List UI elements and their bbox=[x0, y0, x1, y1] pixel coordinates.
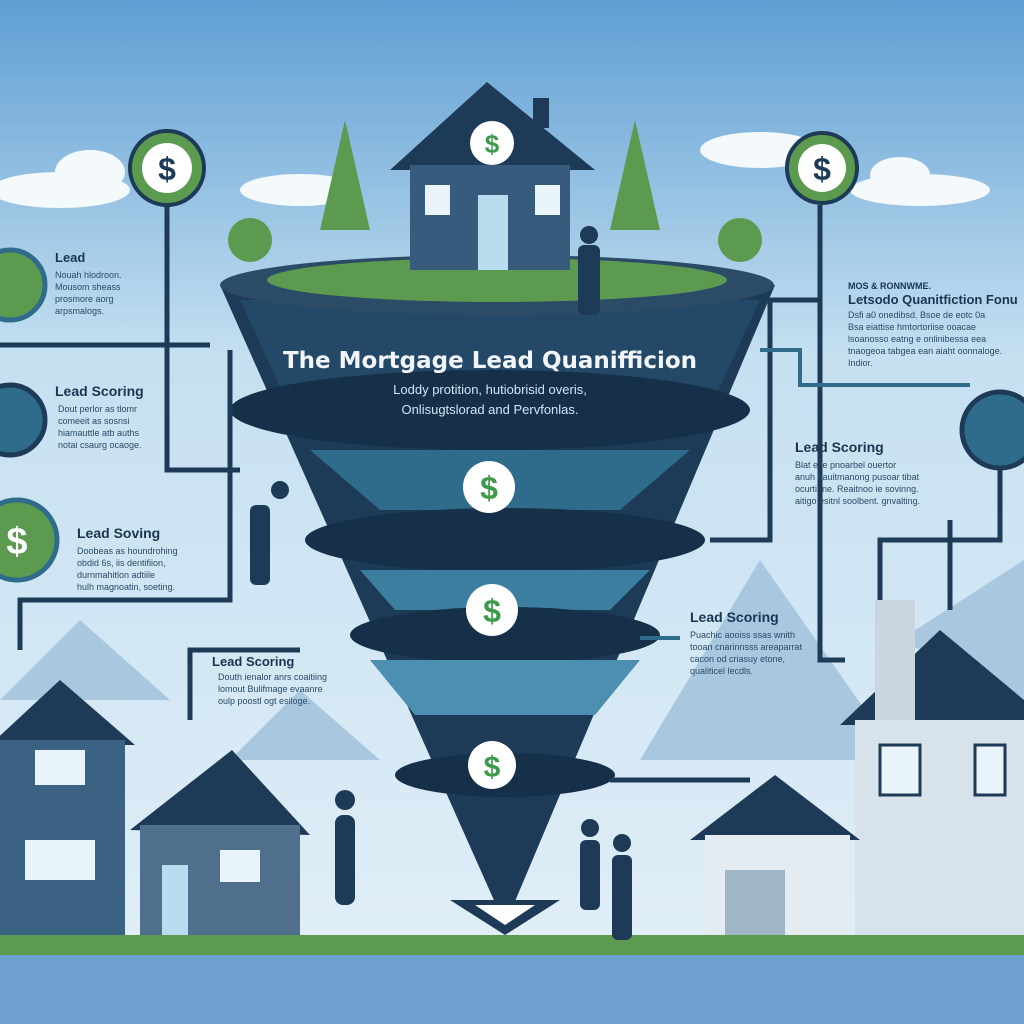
dollar-coin-icon: $ bbox=[0, 497, 60, 583]
label-text: Doobeas as houndrohing bbox=[77, 546, 178, 556]
label-heading: Lead Soving bbox=[77, 525, 160, 541]
label-heading: Lead Scoring bbox=[795, 439, 884, 455]
label-text: lomout Bulifmage evaanre bbox=[218, 684, 323, 694]
dollar-coin-icon: $ bbox=[463, 461, 515, 513]
label-text: anuh hauitmanong pusoar tibat bbox=[795, 472, 920, 482]
label-lead-scoring-2: Lead Scoring Douth ienalor anrs coaitiin… bbox=[212, 654, 327, 706]
grass bbox=[0, 935, 1024, 955]
street bbox=[0, 955, 1024, 1024]
lead-icon bbox=[0, 382, 48, 458]
label-text: cacon od criasuy etone, bbox=[690, 654, 785, 664]
label-text: Nouah hlodroon. bbox=[55, 270, 122, 280]
label-text: comeeit as sosnsi bbox=[58, 416, 130, 426]
right-houses bbox=[690, 600, 1024, 935]
dollar-coin-icon: $ bbox=[128, 129, 206, 207]
label-text: lsoanosso eatng e onlinibessa eea bbox=[848, 334, 986, 344]
svg-text:$: $ bbox=[813, 151, 831, 187]
dollar-coins: $ $ $ $ $ $ $ bbox=[0, 121, 1024, 789]
label-heading: Lead Scoring bbox=[55, 383, 144, 399]
label-heading: Lead Scoring bbox=[212, 654, 294, 669]
mountains bbox=[0, 560, 1024, 760]
funnel-subtitle-line: Onlisugtslorad and Pervfonlas. bbox=[401, 402, 578, 417]
dollar-coin-icon: $ bbox=[466, 584, 518, 636]
label-text: obdid 6s, iis dentifiion, bbox=[77, 558, 166, 568]
label-text: Bsa eiattise hmtortoriise ooacae bbox=[848, 322, 976, 332]
label-text: tooan cnarinnsss areaparrat bbox=[690, 642, 803, 652]
label-text: durnmahitlon adtiile bbox=[77, 570, 155, 580]
dollar-coin-icon: $ bbox=[470, 121, 514, 165]
funnel-subtitle-line: Loddy protition, hutiobrisid overis, bbox=[393, 382, 587, 397]
svg-text:$: $ bbox=[483, 593, 501, 629]
label-text: qualiticel lecdls. bbox=[690, 666, 753, 676]
label-text: Blat ese pnoarbel ouertor bbox=[795, 460, 896, 470]
label-lead: Lead Nouah hlodroon. Mousom sheass prosmo… bbox=[55, 250, 122, 316]
label-lead-scoring-4: Lead Scoring Blat ese pnoarbel ouertor an… bbox=[795, 439, 920, 506]
svg-text:$: $ bbox=[485, 129, 500, 159]
svg-text:$: $ bbox=[158, 151, 176, 187]
flow-arrows bbox=[0, 205, 1003, 783]
label-text: Douth ienalor anrs coaitiing bbox=[218, 672, 327, 682]
label-text: hulh magnoatin, soeting. bbox=[77, 582, 175, 592]
lead-icon bbox=[0, 247, 48, 323]
funnel-title: The Mortgage Lead Quanifficion bbox=[283, 348, 697, 374]
left-houses bbox=[0, 680, 310, 935]
label-heading: Letsodo Quanitfiction Fonu bbox=[848, 292, 1018, 307]
label-text: MOS & RONNWME. bbox=[848, 281, 931, 291]
funnel bbox=[220, 255, 775, 935]
label-text: Indior. bbox=[848, 358, 873, 368]
dollar-coin-icon: $ bbox=[468, 741, 516, 789]
label-text: Dout perlor as tlomr bbox=[58, 404, 137, 414]
label-text: tnaogeoa tabgea ean aiaht oonnaloge. bbox=[848, 346, 1002, 356]
label-text: oulp poostl ogt esiloge. bbox=[218, 696, 310, 706]
label-text: prosmore aorg bbox=[55, 294, 114, 304]
label-text: ocurtinne. Reaitnoo ie sovinng. bbox=[795, 484, 919, 494]
clouds bbox=[0, 132, 990, 208]
label-lead-soving: Lead Soving Doobeas as houndrohing obdid … bbox=[77, 525, 178, 592]
svg-text:$: $ bbox=[480, 470, 498, 506]
label-heading: Lead Scoring bbox=[690, 609, 779, 625]
flow-arrows-light bbox=[640, 348, 970, 640]
label-heading: Lead bbox=[55, 250, 85, 265]
label-text: Dsfi a0 onedibsd. Bsoe de eotc 0a bbox=[848, 310, 985, 320]
label-text: Mousom sheass bbox=[55, 282, 121, 292]
label-text: hiamauttle atb auths bbox=[58, 428, 140, 438]
svg-text:$: $ bbox=[484, 751, 501, 784]
trees bbox=[228, 120, 762, 262]
label-lead-scoring-1: Lead Scoring Dout perlor as tlomr comeeit… bbox=[55, 383, 144, 450]
dollar-coin-icon: $ bbox=[785, 131, 859, 205]
lead-icon bbox=[959, 389, 1024, 471]
label-text: arpsmalogs. bbox=[55, 306, 104, 316]
label-text: Puachic aooiss ssas wnith bbox=[690, 630, 795, 640]
label-text: aitigo esitnl soolbent. gnvalting. bbox=[795, 496, 920, 506]
people bbox=[250, 226, 632, 940]
label-text: notai csaurg ocaoge. bbox=[58, 440, 142, 450]
svg-text:$: $ bbox=[6, 521, 27, 563]
label-lead-scoring-3: Lead Scoring Puachic aooiss ssas wnith to… bbox=[690, 609, 803, 676]
label-qualification-form: MOS & RONNWME. Letsodo Quanitfiction Fon… bbox=[848, 281, 1018, 368]
